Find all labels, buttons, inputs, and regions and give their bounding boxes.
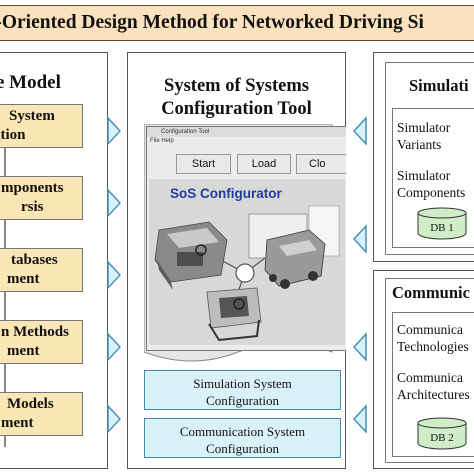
left-box-4-line2: ment <box>7 343 40 359</box>
left-box-4: n Methods ment <box>0 320 83 364</box>
left-box-2-line2: rsis <box>21 199 44 215</box>
db1-label: DB 1 <box>430 222 454 234</box>
arrow-right-icon <box>107 332 122 362</box>
diagram-title: ication-Oriented Design Method for Netwo… <box>0 12 424 33</box>
simulator-variants: Simulator Variants <box>397 119 450 153</box>
simulator-components: Simulator Components <box>397 167 465 201</box>
arrow-right-icon <box>107 116 122 146</box>
arrow-left-icon <box>352 404 367 434</box>
left-box-3-line1: tabases <box>11 252 58 268</box>
simulation-system-configuration-box: Simulation System Configuration <box>144 370 341 410</box>
sos-configurator-label: SoS Configurator <box>170 186 282 201</box>
communication-architectures-line2: Architectures <box>397 387 470 402</box>
database-1-icon <box>417 207 467 240</box>
left-box-1: System ation <box>0 104 83 148</box>
truck-simulator-icon <box>248 205 340 289</box>
arrow-left-icon <box>352 332 367 362</box>
left-box-3-line2: ment <box>7 271 40 287</box>
close-button[interactable]: Clo <box>296 154 346 174</box>
arrow-right-icon <box>107 188 122 218</box>
simulator-components-line2: Components <box>397 185 466 200</box>
communication-config-line2: Configuration <box>206 441 279 456</box>
communication-architectures-line1: Communica <box>397 370 463 385</box>
arrow-left-icon <box>352 224 367 254</box>
db2-label: DB 2 <box>430 432 454 444</box>
left-box-4-line1: n Methods <box>1 324 69 340</box>
communication-heading: Communic <box>392 283 470 302</box>
simulation-heading: Simulati <box>409 76 469 95</box>
left-box-5-line2: ment <box>1 415 34 431</box>
left-arrows <box>107 116 122 434</box>
database-2-icon <box>417 417 467 450</box>
window-title: Configuration Tool <box>161 129 210 135</box>
title-banner: ication-Oriented Design Method for Netwo… <box>0 5 474 41</box>
left-box-5-line1: Models <box>7 396 54 412</box>
network-hub-icon <box>235 263 255 283</box>
arrow-left-icon <box>352 116 367 146</box>
center-heading-line2: Configuration Tool <box>161 99 312 119</box>
start-button[interactable]: Start <box>176 154 231 174</box>
driving-simulator-2-icon <box>206 287 262 342</box>
communication-architectures: Communica Architectures <box>397 369 470 403</box>
left-panel-heading: e Model <box>0 72 61 93</box>
arrow-right-icon <box>107 404 122 434</box>
left-box-2: mponents rsis <box>0 176 83 220</box>
left-box-5: Models ment <box>0 392 83 436</box>
center-heading: System of Systems Configuration Tool <box>127 75 346 121</box>
communication-technologies-line2: Technologies <box>397 339 469 354</box>
center-heading-line1: System of Systems <box>164 76 309 96</box>
left-box-1-line2: ation <box>0 127 26 143</box>
simulator-variants-line2: Variants <box>397 137 442 152</box>
left-box-3: tabases ment <box>0 248 83 292</box>
simulation-config-line1: Simulation System <box>193 376 292 391</box>
window-menubar[interactable]: File Help <box>150 138 174 144</box>
simulator-graphics <box>154 205 340 342</box>
simulator-components-line1: Simulator <box>397 168 451 183</box>
window-titlebar: Configuration Tool <box>147 127 346 137</box>
communication-technologies: Communica Technologies <box>397 321 469 355</box>
simulation-config-line2: Configuration <box>206 393 279 408</box>
communication-config-line1: Communication System <box>179 424 306 439</box>
left-box-1-line1: System <box>9 108 55 124</box>
load-button[interactable]: Load <box>237 154 291 174</box>
communication-system-configuration-box: Communication System Configuration <box>144 418 341 458</box>
arrow-right-icon <box>107 260 122 290</box>
left-box-2-line1: mponents <box>1 180 64 196</box>
right-arrows <box>352 116 367 434</box>
driving-simulator-1-icon <box>154 221 228 290</box>
simulator-variants-line1: Simulator <box>397 120 451 135</box>
communication-technologies-line1: Communica <box>397 322 463 337</box>
